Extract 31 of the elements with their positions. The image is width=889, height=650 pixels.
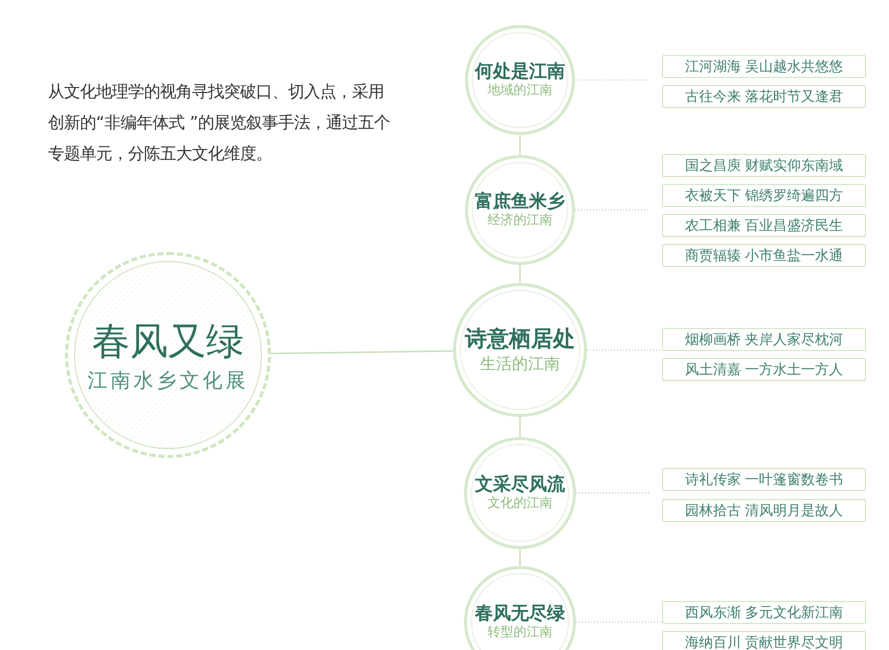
circle-title: 文采尽风流 (475, 474, 565, 496)
topic-box: 烟柳画桥 夹岸人家尽枕河 (662, 328, 866, 351)
circle-subtitle: 转型的江南 (488, 625, 552, 642)
dotted-connector (576, 492, 650, 494)
connector-line (519, 135, 521, 155)
circle-subtitle: 地域的江南 (488, 83, 552, 100)
topic-box: 国之昌庾 财赋实仰东南域 (662, 154, 866, 177)
circle-subtitle: 经济的江南 (488, 213, 552, 230)
intro-paragraph: 从文化地理学的视角寻找突破口、切入点，采用创新的“非编年体式 ”的展览叙事手法，通过五个专题单元，分陈五大文化维度。 (48, 81, 392, 165)
circle-title: 春风又绿 (92, 318, 244, 366)
circle-title: 春风无尽绿 (475, 602, 565, 625)
topic-box: 海纳百川 贡献世界尽文明 (662, 631, 866, 650)
circle-title: 何处是江南 (475, 60, 565, 83)
topic-box: 衣被天下 锦绣罗绮遍四方 (662, 184, 866, 207)
circle-subtitle: 生活的江南 (480, 354, 560, 374)
connector-line (519, 265, 521, 283)
topic-box: 农工相兼 百业昌盛济民生 (662, 214, 866, 237)
connector-line (519, 417, 521, 437)
topic-box: 商贾辐辏 小市鱼盐一水通 (662, 244, 866, 267)
topic-box: 风土清嘉 一方水土一方人 (662, 358, 866, 381)
connector-line (270, 350, 454, 354)
circle-title: 诗意栖居处 (465, 326, 575, 354)
circle-subtitle: 江南水乡文化展 (88, 366, 248, 393)
topic-box: 古往今来 落花时节又逢君 (662, 85, 866, 108)
topic-box: 江河湖海 吴山越水共悠悠 (662, 55, 866, 78)
topic-box: 西风东渐 多元文化新江南 (662, 601, 866, 624)
topic-box: 园林拾古 清风明月是故人 (662, 499, 866, 522)
circle-subtitle: 文化的江南 (488, 496, 552, 512)
connector-line (519, 549, 521, 566)
topic-box: 诗礼传家 一叶篷窗数卷书 (662, 468, 866, 491)
circle-title: 富庶鱼米乡 (475, 190, 565, 213)
